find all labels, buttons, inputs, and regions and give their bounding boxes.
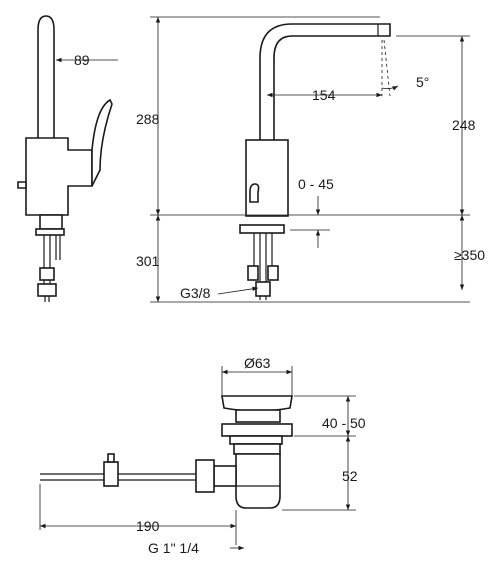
dim-total-height: 288 xyxy=(136,111,160,127)
dim-spout-height: 248 xyxy=(452,117,476,133)
dim-min-clearance: ≥350 xyxy=(454,247,485,263)
dim-waste-height: 52 xyxy=(342,468,358,484)
waste-assembly xyxy=(40,395,293,509)
dim-waste-diameter: Ø63 xyxy=(244,355,271,371)
faucet-side-view xyxy=(17,15,118,302)
dim-thread: G3/8 xyxy=(180,285,211,301)
dim-waste-thread: G 1" 1/4 xyxy=(148,540,199,556)
dim-tilt-angle: 5° xyxy=(416,74,429,90)
dim-waste-range: 40 - 50 xyxy=(322,415,366,431)
dim-deck-range: 0 - 45 xyxy=(298,176,334,192)
dim-rod-length: 190 xyxy=(136,518,160,534)
dim-lever-offset: 89 xyxy=(74,52,90,68)
dim-spout-reach: 154 xyxy=(312,87,336,103)
faucet-front-view xyxy=(239,23,391,300)
dim-below-deck: 301 xyxy=(136,253,160,269)
